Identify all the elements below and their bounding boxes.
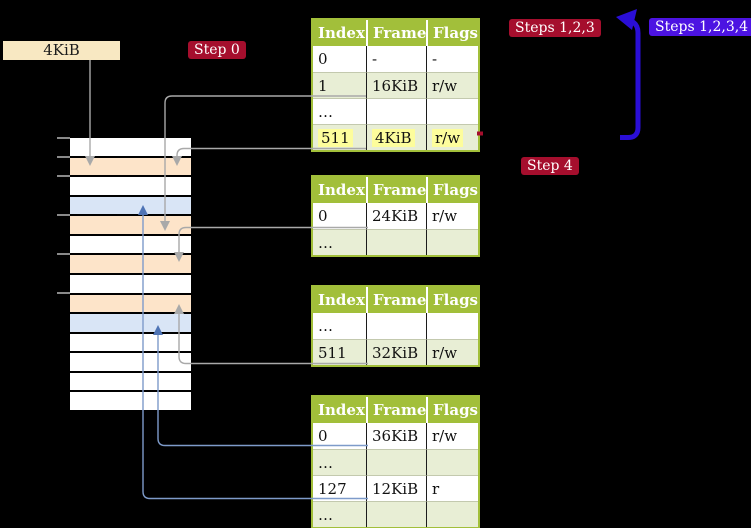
column-header: Frame — [366, 20, 426, 46]
table-cell: 36KiB — [366, 423, 426, 449]
table-cell: … — [313, 313, 366, 339]
highlighted-value: 511 — [318, 128, 353, 147]
table-row: … — [313, 449, 478, 475]
physical-memory-column — [70, 138, 191, 410]
column-header: Frame — [366, 397, 426, 423]
table-header-row: Index Frame Flags — [313, 397, 478, 423]
table-cell: … — [313, 449, 366, 475]
table-row: … — [313, 229, 478, 255]
memory-frame-free — [70, 372, 191, 391]
badge-steps-1-2-3: Steps 1,2,3 — [509, 19, 601, 37]
table-cell: 127 — [313, 475, 366, 501]
table-cell — [366, 501, 426, 527]
memory-tick — [57, 156, 70, 158]
table-cell: r/w — [426, 423, 478, 449]
table-cell: 24KiB — [366, 203, 426, 229]
memory-tick — [57, 292, 70, 294]
table-cell — [426, 449, 478, 475]
memory-frame-free — [70, 177, 191, 195]
table-cell: - — [426, 46, 478, 72]
table-cell — [426, 313, 478, 339]
memory-tick — [57, 214, 70, 216]
memory-tick — [57, 137, 70, 139]
table-cell: 511 — [313, 124, 366, 150]
highlighted-value: r/w — [432, 128, 464, 147]
memory-frame-free — [70, 333, 191, 352]
table-cell: r/w — [426, 72, 478, 98]
table-header-row: Index Frame Flags — [313, 177, 478, 203]
table-cell — [366, 229, 426, 255]
frame-address-label: 4KiB — [3, 41, 120, 60]
memory-frame-mapped-frame — [70, 314, 191, 332]
memory-frame-page-table — [70, 255, 191, 273]
memory-frame-free — [70, 392, 191, 410]
memory-frame-free — [70, 274, 191, 293]
memory-frame-mapped-frame — [70, 196, 191, 215]
memory-tick — [57, 253, 70, 255]
recursive-loop-arrow — [620, 18, 641, 140]
table-cell: 511 — [313, 339, 366, 365]
arrowhead-left-icon — [616, 9, 637, 30]
column-header: Index — [313, 287, 366, 313]
highlighted-value: 4KiB — [372, 128, 415, 147]
table-cell: … — [313, 229, 366, 255]
column-header: Flags — [426, 287, 478, 313]
column-header: Frame — [366, 177, 426, 203]
column-header: Flags — [426, 397, 478, 423]
column-header: Index — [313, 20, 366, 46]
table-cell: 12KiB — [366, 475, 426, 501]
table-cell: 32KiB — [366, 339, 426, 365]
column-header: Frame — [366, 287, 426, 313]
table-cell: 1 — [313, 72, 366, 98]
memory-frame-page-table — [70, 216, 191, 234]
table-cell: r/w — [426, 124, 478, 150]
table-row: … — [313, 313, 478, 339]
table-header-row: Index Frame Flags — [313, 20, 478, 46]
table-cell: … — [313, 501, 366, 527]
table-cell: 0 — [313, 423, 366, 449]
column-header: Index — [313, 177, 366, 203]
table-cell: r/w — [426, 203, 478, 229]
table-cell: - — [366, 46, 426, 72]
table-row: … — [313, 98, 478, 124]
column-header: Flags — [426, 20, 478, 46]
badge-step-4: Step 4 — [521, 157, 579, 175]
badge-step-0: Step 0 — [188, 41, 246, 59]
table-row: … — [313, 501, 478, 527]
memory-frame-page-table — [70, 157, 191, 176]
memory-frame-free — [70, 138, 191, 156]
table-cell — [366, 313, 426, 339]
table-cell: 4KiB — [366, 124, 426, 150]
table-cell: … — [313, 98, 366, 124]
memory-frame-page-table — [70, 294, 191, 313]
table-row: 0-- — [313, 46, 478, 72]
memory-frame-free — [70, 235, 191, 254]
table-cell: r/w — [426, 339, 478, 365]
table-cell — [426, 501, 478, 527]
column-header: Index — [313, 397, 366, 423]
table-cell — [366, 98, 426, 124]
column-header: Flags — [426, 177, 478, 203]
table-cell: 0 — [313, 203, 366, 229]
table-cell: 0 — [313, 46, 366, 72]
table-cell — [426, 98, 478, 124]
table-header-row: Index Frame Flags — [313, 287, 478, 313]
badge-steps-1-2-3-4: Steps 1,2,3,4 — [649, 18, 751, 36]
table-cell — [366, 449, 426, 475]
table-cell: r — [426, 475, 478, 501]
memory-frame-free — [70, 353, 191, 371]
table-cell: 16KiB — [366, 72, 426, 98]
table-row: 511 4KiB r/w — [313, 124, 478, 150]
memory-tick — [57, 175, 70, 177]
table-cell — [426, 229, 478, 255]
